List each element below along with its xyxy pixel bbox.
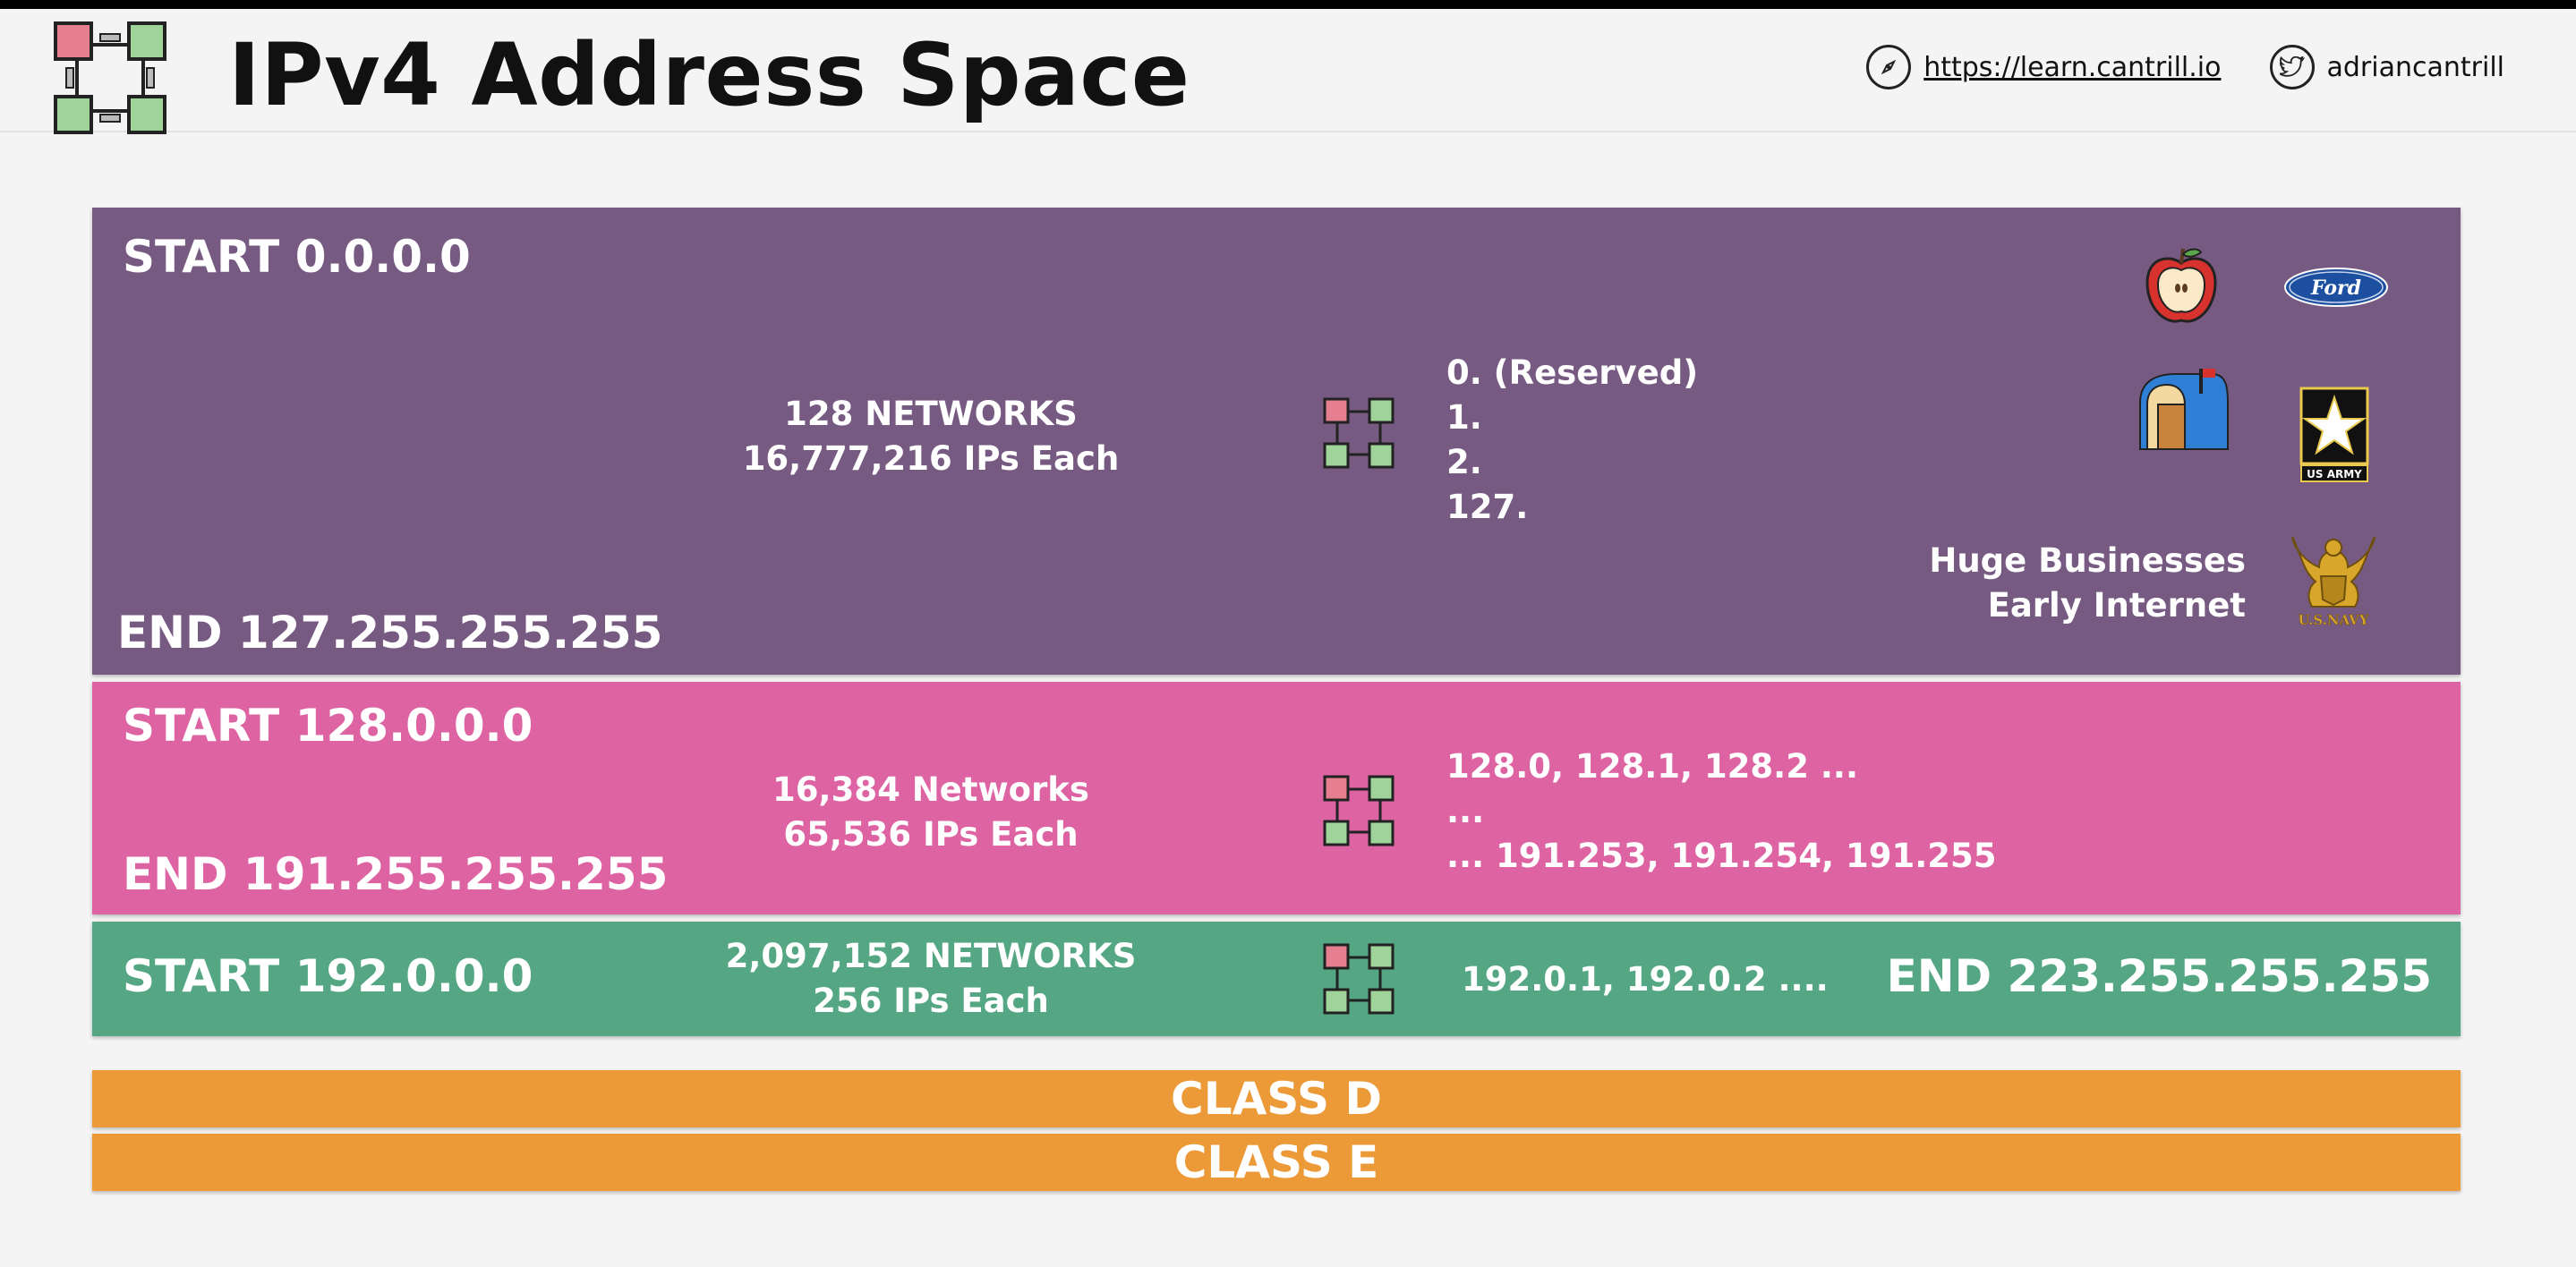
- ford-logo-icon: Ford: [2284, 268, 2388, 307]
- apple-logo-icon: [2145, 248, 2217, 323]
- class-b-network-list: 128.0, 128.1, 128.2 ... ... ... 191.253,…: [1446, 744, 1997, 879]
- website-url[interactable]: https://learn.cantrill.io: [1923, 51, 2222, 83]
- list-item: 0. (Reserved): [1446, 353, 1699, 392]
- ford-logo-text: Ford: [2310, 276, 2361, 300]
- class-c-network-list: 192.0.1, 192.0.2 ....: [1462, 960, 1829, 999]
- network-icon: [1323, 775, 1395, 846]
- list-item: 1.: [1446, 398, 1482, 437]
- class-b-end: END 191.255.255.255: [123, 848, 669, 900]
- class-b-networks: 16,384 Networks: [772, 770, 1089, 809]
- list-item: ...: [1446, 792, 1485, 830]
- class-b-start: START 128.0.0.0: [123, 700, 533, 752]
- compass-icon: [1866, 45, 1912, 89]
- class-a-note-line2: Early Internet: [1987, 586, 2246, 625]
- network-icon: [1323, 943, 1395, 1015]
- class-c-end: END 223.255.255.255: [1886, 950, 2432, 1002]
- army-logo-text: US ARMY: [2307, 468, 2362, 480]
- slide-header: IPv4 Address Space https://learn.cantril…: [0, 9, 2576, 134]
- usps-mailbox-icon: [2139, 369, 2229, 450]
- class-b-band: START 128.0.0.0 END 191.255.255.255 16,3…: [92, 682, 2461, 914]
- class-a-start: START 0.0.0.0: [123, 231, 471, 283]
- network-icon: [1323, 397, 1395, 469]
- class-a-note-line1: Huge Businesses: [1929, 541, 2246, 580]
- class-c-networks: 2,097,152 NETWORKS: [725, 937, 1137, 975]
- list-item: ... 191.253, 191.254, 191.255: [1446, 837, 1997, 875]
- class-d-label: CLASS D: [1171, 1073, 1382, 1125]
- top-black-strip: [0, 0, 2576, 9]
- class-c-start: START 192.0.0.0: [123, 950, 533, 1002]
- page-title: IPv4 Address Space: [228, 25, 1190, 125]
- class-e-band: CLASS E: [92, 1134, 2461, 1191]
- twitter-handle[interactable]: adriancantrill: [2326, 51, 2505, 83]
- list-item: 128.0, 128.1, 128.2 ...: [1446, 747, 1859, 786]
- class-e-label: CLASS E: [1173, 1136, 1379, 1188]
- list-item: 127.: [1446, 488, 1529, 526]
- class-a-ips: 16,777,216 IPs Each: [742, 439, 1120, 478]
- class-a-note: Huge Businesses Early Internet: [1929, 539, 2246, 628]
- class-d-band: CLASS D: [92, 1070, 2461, 1127]
- class-c-network-info: 2,097,152 NETWORKS 256 IPs Each: [716, 934, 1146, 1024]
- navy-logo-text: U.S.NAVY: [2298, 612, 2368, 628]
- class-a-networks: 128 NETWORKS: [784, 395, 1078, 433]
- header-links: https://learn.cantrill.io adriancantrill: [1866, 45, 2504, 89]
- class-c-band: START 192.0.0.0 2,097,152 NETWORKS 256 I…: [92, 922, 2461, 1036]
- twitter-link[interactable]: adriancantrill: [2269, 45, 2505, 89]
- website-link[interactable]: https://learn.cantrill.io: [1866, 45, 2222, 89]
- us-navy-logo-icon: U.S.NAVY: [2291, 536, 2376, 628]
- class-b-network-info: 16,384 Networks 65,536 IPs Each: [716, 768, 1146, 857]
- class-a-band: START 0.0.0.0 END 127.255.255.255 128 NE…: [92, 208, 2461, 675]
- network-logo-icon: [54, 21, 166, 134]
- twitter-bird-icon: [2269, 45, 2315, 89]
- class-a-end: END 127.255.255.255: [117, 607, 663, 659]
- us-army-logo-icon: US ARMY: [2299, 387, 2369, 482]
- list-item: 2.: [1446, 443, 1482, 481]
- class-c-ips: 256 IPs Each: [813, 982, 1049, 1020]
- class-a-network-info: 128 NETWORKS 16,777,216 IPs Each: [716, 392, 1146, 481]
- class-a-network-list: 0. (Reserved) 1. 2. 127.: [1446, 351, 1698, 530]
- class-b-ips: 65,536 IPs Each: [783, 815, 1079, 854]
